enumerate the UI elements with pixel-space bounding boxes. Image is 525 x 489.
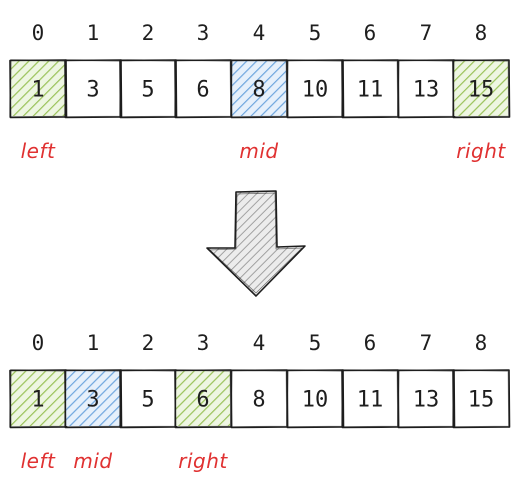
cell-value: 3 xyxy=(86,388,99,413)
cell-value: 13 xyxy=(413,388,440,413)
cell-border-sketch xyxy=(452,59,510,118)
green-highlight xyxy=(11,371,65,426)
cell-value: 1 xyxy=(31,388,44,413)
cell-value: 5 xyxy=(141,388,154,413)
array-cell: 1 xyxy=(9,59,68,119)
index-label: 0 xyxy=(32,21,45,45)
cell-value: 8 xyxy=(252,78,265,103)
index-label: 5 xyxy=(309,331,322,355)
index-label: 2 xyxy=(142,21,155,45)
array-cell: 8 xyxy=(230,59,289,119)
index-label: 6 xyxy=(364,21,377,45)
cell-value: 10 xyxy=(302,388,329,413)
array-cell: 5 xyxy=(119,59,178,119)
green-highlight xyxy=(176,371,230,426)
array-cell: 6 xyxy=(174,59,233,119)
index-label: 4 xyxy=(253,331,266,355)
cell-value: 13 xyxy=(413,78,440,103)
pointer-label-mid: mid xyxy=(73,449,112,473)
array-cell: 15 xyxy=(452,369,511,429)
cell-value: 3 xyxy=(86,78,99,103)
cell-value: 6 xyxy=(196,78,209,103)
cell-value: 8 xyxy=(252,388,265,413)
array-cell: 11 xyxy=(341,59,400,119)
index-label: 1 xyxy=(87,21,100,45)
cell-value: 11 xyxy=(357,78,384,103)
cell-value: 15 xyxy=(468,388,495,413)
index-label: 6 xyxy=(364,331,377,355)
cell-value: 6 xyxy=(196,388,209,413)
array-cell: 13 xyxy=(397,369,456,429)
down-arrow-icon xyxy=(206,190,306,297)
array-cell: 13 xyxy=(397,59,456,119)
green-highlight xyxy=(11,61,65,116)
pointer-label-left: left xyxy=(21,139,56,163)
array-cell: 15 xyxy=(452,59,511,119)
cell-value: 5 xyxy=(141,78,154,103)
array-cell: 3 xyxy=(64,59,123,119)
pointer-label-right: right xyxy=(456,139,506,163)
index-label: 7 xyxy=(420,331,433,355)
pointer-label-mid: mid xyxy=(239,139,278,163)
index-label: 0 xyxy=(32,331,45,355)
array-cell: 5 xyxy=(119,369,178,429)
array-cell: 8 xyxy=(230,369,289,429)
index-label: 5 xyxy=(309,21,322,45)
index-label: 3 xyxy=(197,21,210,45)
index-label: 7 xyxy=(420,21,433,45)
array-cell: 1 xyxy=(9,369,68,429)
blue-highlight xyxy=(232,61,286,116)
array-cell: 3 xyxy=(64,369,123,429)
blue-highlight xyxy=(66,371,120,426)
pointer-label-left: left xyxy=(21,449,56,473)
array-cell: 10 xyxy=(286,369,345,429)
green-highlight xyxy=(454,61,508,116)
index-label: 1 xyxy=(87,331,100,355)
index-label: 3 xyxy=(197,331,210,355)
array-cell: 11 xyxy=(341,369,400,429)
index-label: 2 xyxy=(142,331,155,355)
index-label: 8 xyxy=(475,21,488,45)
index-label: 4 xyxy=(253,21,266,45)
cell-value: 15 xyxy=(468,78,495,103)
cell-value: 1 xyxy=(31,78,44,103)
cell-value: 10 xyxy=(302,78,329,103)
pointer-label-right: right xyxy=(178,449,228,473)
cell-border-sketch xyxy=(452,369,510,428)
array-cell: 10 xyxy=(286,59,345,119)
index-label: 8 xyxy=(475,331,488,355)
cell-value: 11 xyxy=(357,388,384,413)
array-cell: 6 xyxy=(174,369,233,429)
